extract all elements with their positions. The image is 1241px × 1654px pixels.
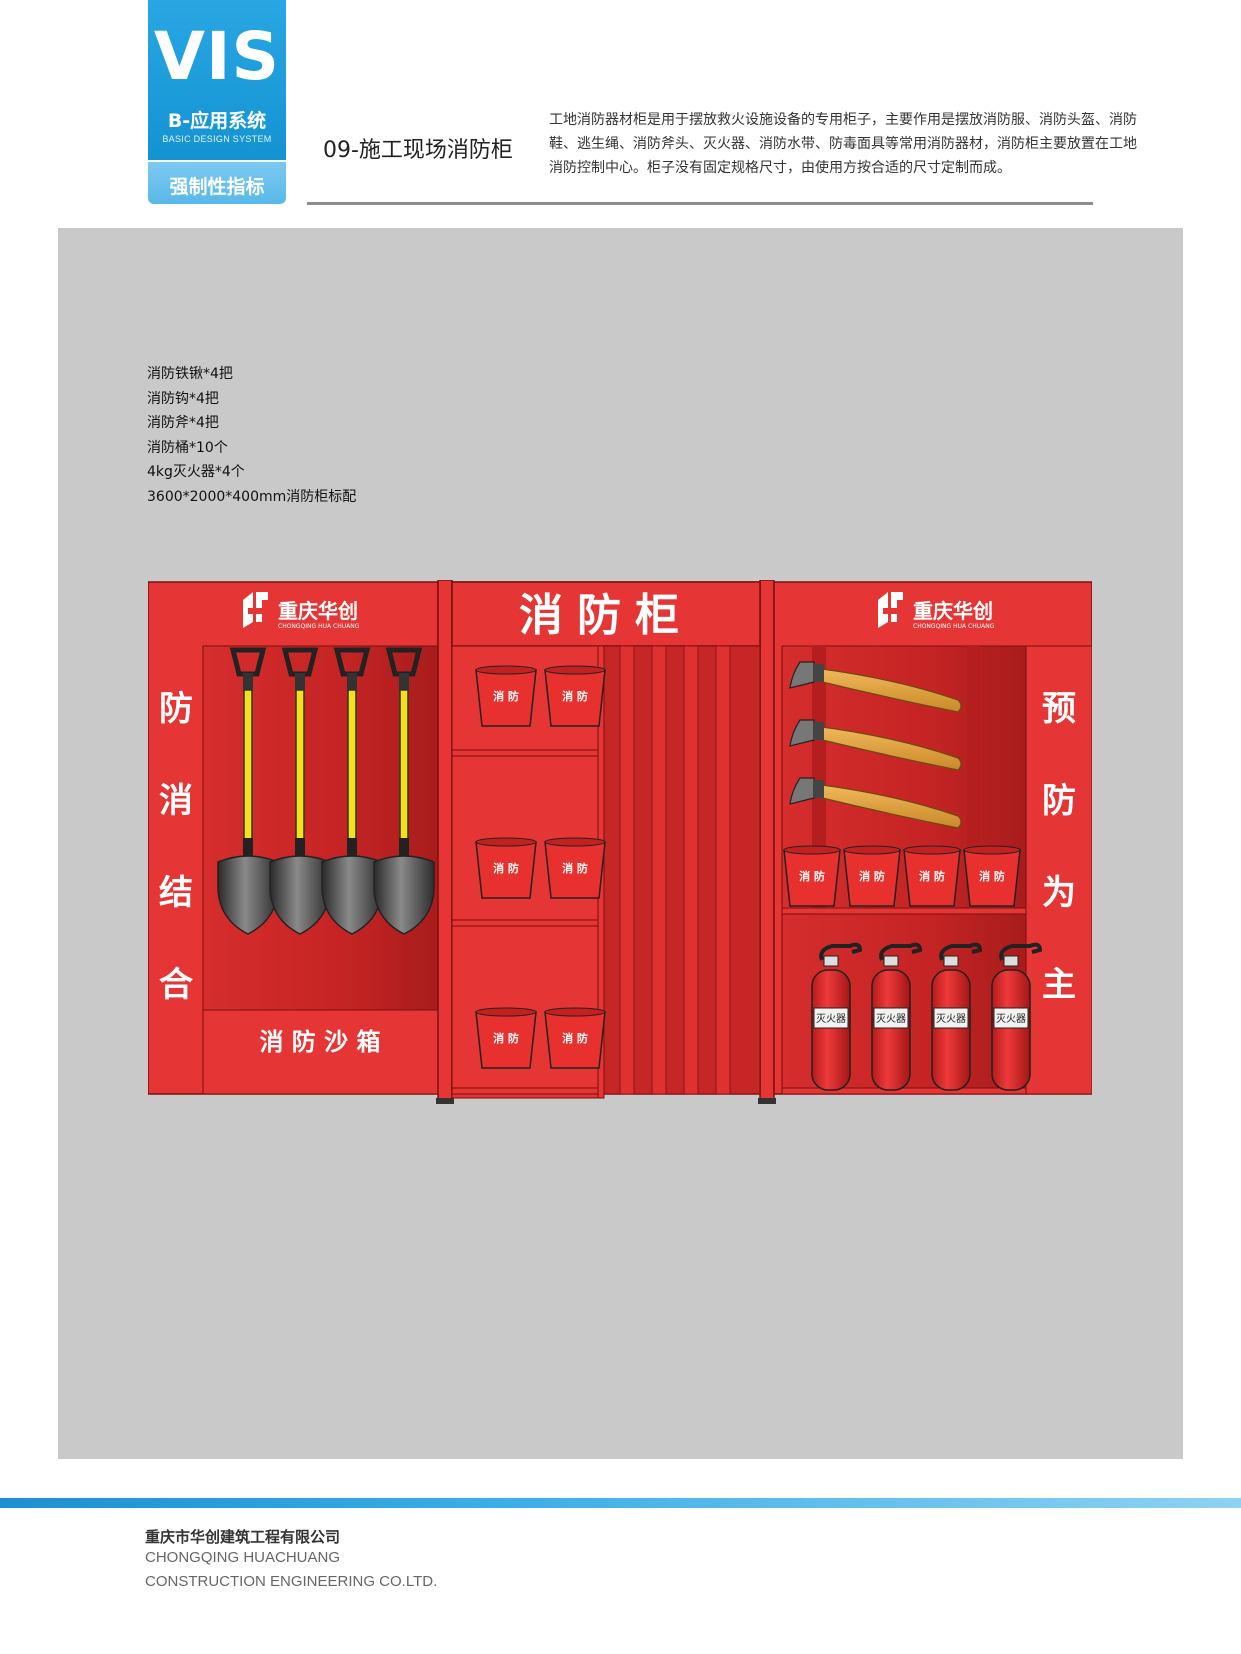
left-slogan-char: 结 — [159, 873, 193, 913]
shovel — [217, 647, 279, 935]
fire-bucket: 消 防 — [475, 837, 537, 899]
vis-badge-bottom: 强制性指标 — [148, 160, 286, 204]
bucket-label: 消 防 — [562, 689, 588, 703]
fire-cabinet-illustration: 重庆华创 CHONGQING HUA CHUANG 防 消 结 合 消 防 沙 … — [148, 580, 1092, 1108]
extinguisher-label: 灭火器 — [936, 1013, 966, 1025]
extinguisher-label: 灭火器 — [816, 1013, 846, 1025]
bucket-label: 消 防 — [859, 869, 885, 883]
shovel — [321, 647, 383, 935]
shovel — [269, 647, 331, 935]
fire-extinguisher: 灭火器 — [931, 942, 983, 1091]
axe-group — [789, 661, 962, 829]
fire-extinguisher: 灭火器 — [871, 942, 923, 1091]
bucket-label: 消 防 — [979, 869, 1005, 883]
left-slogan-char: 合 — [159, 965, 193, 1005]
spec-item: 4kg灭火器*4个 — [147, 464, 245, 481]
fire-bucket: 消 防 — [843, 845, 901, 907]
brand-logo-left — [243, 592, 268, 628]
footer-company-cn: 重庆市华创建筑工程有限公司 — [145, 1528, 341, 1546]
fire-cabinet-svg: 重庆华创 CHONGQING HUA CHUANG 防 消 结 合 消 防 沙 … — [148, 580, 1092, 1104]
bucket-label: 消 防 — [562, 861, 588, 875]
fire-bucket: 消 防 — [544, 1007, 606, 1069]
extinguisher-group: 灭火器 灭火器 灭火器 灭火器 — [811, 942, 1043, 1091]
bucket-label: 消 防 — [799, 869, 825, 883]
fire-bucket: 消 防 — [475, 665, 537, 727]
bucket-label: 消 防 — [562, 1031, 588, 1045]
spec-item: 消防桶*10个 — [147, 439, 228, 456]
vis-badge: VIS B-应用系统 BASIC DESIGN SYSTEM 强制性指标 — [148, 0, 286, 204]
section-description: 工地消防器材柜是用于摆放救火设施设备的专用柜子，主要作用是摆放消防服、消防头盔、… — [549, 112, 1137, 176]
extinguisher-label: 灭火器 — [876, 1013, 906, 1025]
section-title: 09-施工现场消防柜 — [323, 138, 513, 163]
fire-axe — [789, 661, 962, 713]
fire-extinguisher: 灭火器 — [811, 942, 863, 1091]
right-slogan-char: 为 — [1042, 873, 1076, 913]
fire-bucket: 消 防 — [544, 665, 606, 727]
footer-gradient-bar — [0, 1498, 1241, 1508]
bucket-label: 消 防 — [493, 689, 519, 703]
shovel — [373, 647, 435, 935]
shovel-group — [217, 647, 435, 935]
fire-bucket: 消 防 — [475, 1007, 537, 1069]
fire-axe — [789, 777, 962, 829]
bucket-label: 消 防 — [919, 869, 945, 883]
brand-name-right: 重庆华创 — [913, 599, 993, 623]
right-slogan-char: 预 — [1042, 689, 1076, 729]
sand-box-label: 消 防 沙 箱 — [259, 1028, 380, 1056]
vis-subtitle-en: BASIC DESIGN SYSTEM — [162, 134, 272, 144]
spec-item: 3600*2000*400mm消防柜标配 — [147, 488, 357, 505]
footer-company-en-line2: CONSTRUCTION ENGINEERING CO.LTD. — [145, 1573, 438, 1590]
vis-subtitle: B-应用系统 — [167, 110, 267, 132]
bucket-label: 消 防 — [493, 1031, 519, 1045]
fire-bucket: 消 防 — [544, 837, 606, 899]
fire-bucket: 消 防 — [903, 845, 961, 907]
spec-item: 消防铁锹*4把 — [147, 366, 233, 382]
left-slogan-char: 消 — [159, 781, 193, 821]
header-divider — [307, 202, 1093, 205]
fire-axe — [789, 719, 962, 771]
right-slogan-char: 主 — [1042, 965, 1076, 1005]
spec-item: 消防钩*4把 — [147, 390, 219, 407]
footer-company-en-line1: CHONGQING HUACHUANG — [145, 1549, 341, 1566]
brand-name-en-right: CHONGQING HUA CHUANG — [913, 623, 995, 630]
bucket-group-right: 消 防 消 防 消 防 消 防 — [783, 845, 1021, 907]
brand-name-en-left: CHONGQING HUA CHUANG — [278, 623, 360, 630]
vis-tag: 强制性指标 — [169, 176, 265, 198]
spec-item: 消防斧*4把 — [147, 415, 219, 432]
fire-extinguisher: 灭火器 — [991, 942, 1043, 1091]
brand-logo-right — [878, 592, 903, 628]
center-title: 消防柜 — [519, 590, 693, 641]
extinguisher-label: 灭火器 — [996, 1013, 1026, 1025]
spec-list: 消防铁锹*4把 消防钩*4把 消防斧*4把 消防桶*10个 4kg灭火器*4个 … — [147, 362, 356, 510]
fire-bucket: 消 防 — [963, 845, 1021, 907]
bucket-label: 消 防 — [493, 861, 519, 875]
left-slogan-char: 防 — [159, 689, 193, 729]
vis-title: VIS — [153, 18, 281, 95]
vis-badge-top: VIS B-应用系统 BASIC DESIGN SYSTEM — [148, 0, 286, 160]
fire-bucket: 消 防 — [783, 845, 841, 907]
bucket-group-center: 消 防 消 防 消 防 消 防 消 防 消 防 — [475, 665, 606, 1069]
right-slogan-char: 防 — [1042, 781, 1076, 821]
brand-name-left: 重庆华创 — [278, 599, 358, 623]
